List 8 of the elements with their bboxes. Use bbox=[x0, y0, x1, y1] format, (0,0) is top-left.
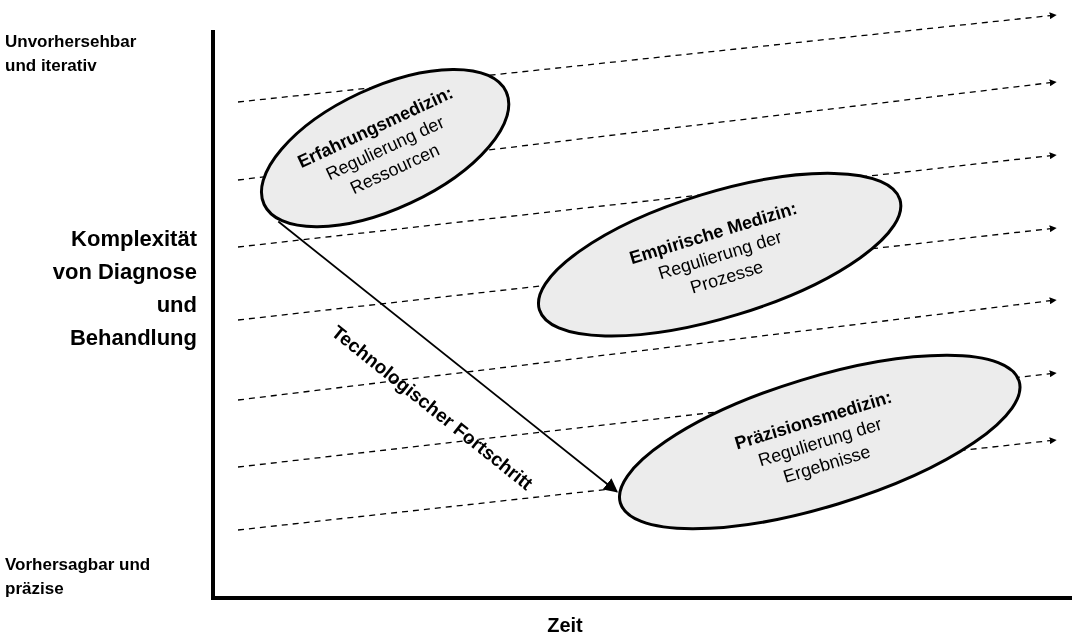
axis-end-label: Vorhersagbar und präzise bbox=[5, 554, 152, 600]
axis-title: Zeit bbox=[546, 613, 584, 638]
phase-ellipse bbox=[257, 65, 513, 231]
arrow bbox=[277, 220, 618, 493]
phase-ellipse bbox=[535, 170, 905, 340]
axis-end-label: Unvorhersehbar und iterativ bbox=[5, 31, 138, 77]
phase-ellipse bbox=[616, 351, 1024, 533]
axis-title: Komplexität von Diagnose und Behandlung bbox=[51, 225, 197, 352]
